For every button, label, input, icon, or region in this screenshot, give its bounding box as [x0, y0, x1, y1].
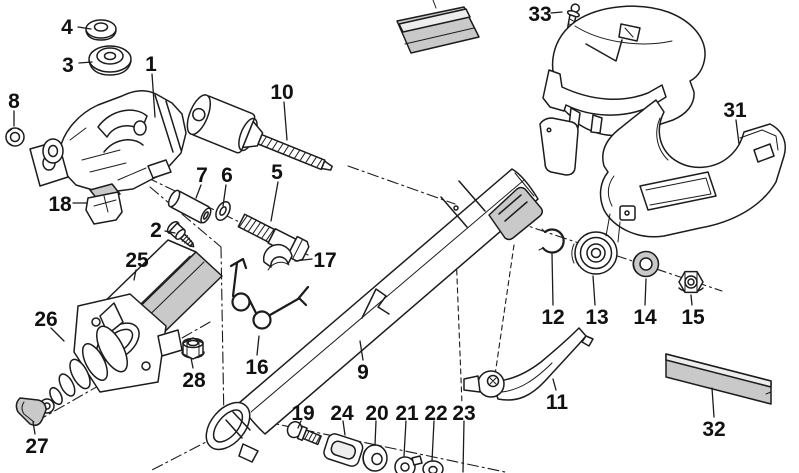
callout-leader-32	[712, 388, 714, 417]
callout-leader-17	[295, 259, 312, 261]
part-8-nut-drawing	[6, 128, 24, 146]
part-11-lever-drawing	[464, 328, 593, 400]
callout-leader-3	[79, 62, 92, 63]
part-callout-17[interactable]: 17	[313, 249, 336, 272]
part-callout-21[interactable]: 21	[395, 402, 419, 425]
callout-leader-28	[191, 358, 193, 368]
callout-leader-5	[271, 182, 278, 221]
part-12-snap-ring-drawing	[539, 229, 564, 253]
callout-leader-33	[551, 12, 562, 13]
part-callout-19[interactable]: 19	[291, 402, 314, 425]
part-17-clip-drawing	[264, 245, 292, 270]
part-callout-20[interactable]: 20	[365, 402, 388, 425]
part-10-shaft-drawing	[183, 92, 340, 188]
part-callout-32[interactable]: 32	[702, 418, 725, 441]
part-callout-22[interactable]: 22	[424, 402, 447, 425]
callout-leader-27	[33, 422, 35, 434]
callout-leader-23	[463, 421, 464, 472]
callout-leader-15	[691, 295, 692, 305]
part-callout-24[interactable]: 24	[330, 402, 354, 425]
part-top-rail-drawing	[397, 7, 479, 53]
part-20-washer-drawing	[363, 445, 387, 471]
part-callout-9[interactable]: 9	[357, 361, 369, 384]
part-callout-33[interactable]: 33	[528, 3, 551, 26]
part-callout-25[interactable]: 25	[125, 249, 149, 272]
callout-leader-1	[152, 74, 155, 117]
callout-leader-2	[165, 231, 175, 233]
part-24-plate-drawing	[322, 432, 364, 468]
part-callout-12[interactable]: 12	[541, 306, 564, 329]
part-callout-3[interactable]: 3	[62, 54, 74, 77]
callout-leader-26	[51, 328, 64, 341]
part-18-clamp-drawing	[86, 184, 122, 224]
callout-leader-14	[645, 279, 646, 305]
part-callout-16[interactable]: 16	[245, 356, 268, 379]
callout-leader-19	[298, 421, 301, 428]
callout-leader-7	[196, 185, 201, 198]
part-callout-14[interactable]: 14	[633, 306, 657, 329]
part-13-bearing-drawing	[572, 232, 617, 274]
part-callout-11[interactable]: 11	[546, 391, 569, 414]
part-upper-cover-drawing	[543, 6, 705, 135]
part-callout-1[interactable]: 1	[145, 53, 157, 76]
part-callout-7[interactable]: 7	[196, 164, 208, 187]
part-callout-26[interactable]: 26	[34, 308, 57, 331]
callout-leader-11	[553, 379, 556, 390]
part-19-screw-drawing	[285, 420, 323, 448]
part-ignition-mount-block-drawing	[489, 188, 542, 240]
part-2-screw-drawing	[165, 220, 198, 252]
part-4-grommet-drawing	[86, 20, 116, 40]
part-15-flange-nut-drawing	[679, 272, 703, 293]
part-callout-5[interactable]: 5	[271, 161, 283, 184]
part-callout-6[interactable]: 6	[221, 164, 233, 187]
part-callout-23[interactable]: 23	[452, 402, 475, 425]
callout-leader-12	[552, 254, 553, 305]
part-callout-31[interactable]: 31	[723, 99, 747, 122]
part-7-sleeve-drawing	[166, 189, 213, 225]
part-14-bushing-drawing	[633, 252, 659, 277]
part-16-spring-drawing	[231, 259, 308, 329]
part-callout-8[interactable]: 8	[8, 90, 20, 113]
callout-leader-22	[432, 421, 434, 461]
callout-leader-6	[223, 185, 226, 206]
callout-leader-31	[736, 120, 739, 144]
part-6-washer-drawing	[213, 199, 233, 222]
callout-leader-13	[593, 276, 595, 305]
part-28-nut-drawing	[182, 338, 204, 359]
part-callout-4[interactable]: 4	[61, 16, 73, 39]
part-callout-2[interactable]: 2	[150, 219, 162, 242]
callout-leader-10	[284, 102, 287, 140]
part-callout-27[interactable]: 27	[25, 435, 48, 458]
part-3-grommet-drawing	[89, 46, 131, 75]
part-callout-28[interactable]: 28	[182, 369, 206, 392]
part-21-keyed-washer-drawing	[395, 456, 422, 473]
part-27-cap-drawing	[16, 398, 46, 425]
part-32-trim-strip-drawing	[666, 354, 771, 404]
callout-leader-20	[375, 421, 376, 445]
part-31-lower-cover-drawing	[601, 100, 786, 242]
callout-leader-16	[257, 336, 259, 355]
part-1-bracket-drawing	[30, 91, 186, 193]
callout-leader-9	[360, 341, 363, 360]
part-callout-18[interactable]: 18	[48, 193, 72, 216]
part-callout-10[interactable]: 10	[270, 81, 293, 104]
part-5-bolt-drawing	[236, 211, 310, 263]
callout-leader-25	[134, 270, 136, 280]
part-callout-15[interactable]: 15	[681, 306, 705, 329]
part-callout-13[interactable]: 13	[585, 306, 608, 329]
callout-leader-4	[78, 27, 91, 29]
callout-leader-24	[343, 421, 345, 435]
part-22-cap-drawing	[423, 461, 443, 473]
part-9-steering-tube-drawing	[198, 169, 538, 462]
callout-leader-21	[404, 421, 406, 456]
